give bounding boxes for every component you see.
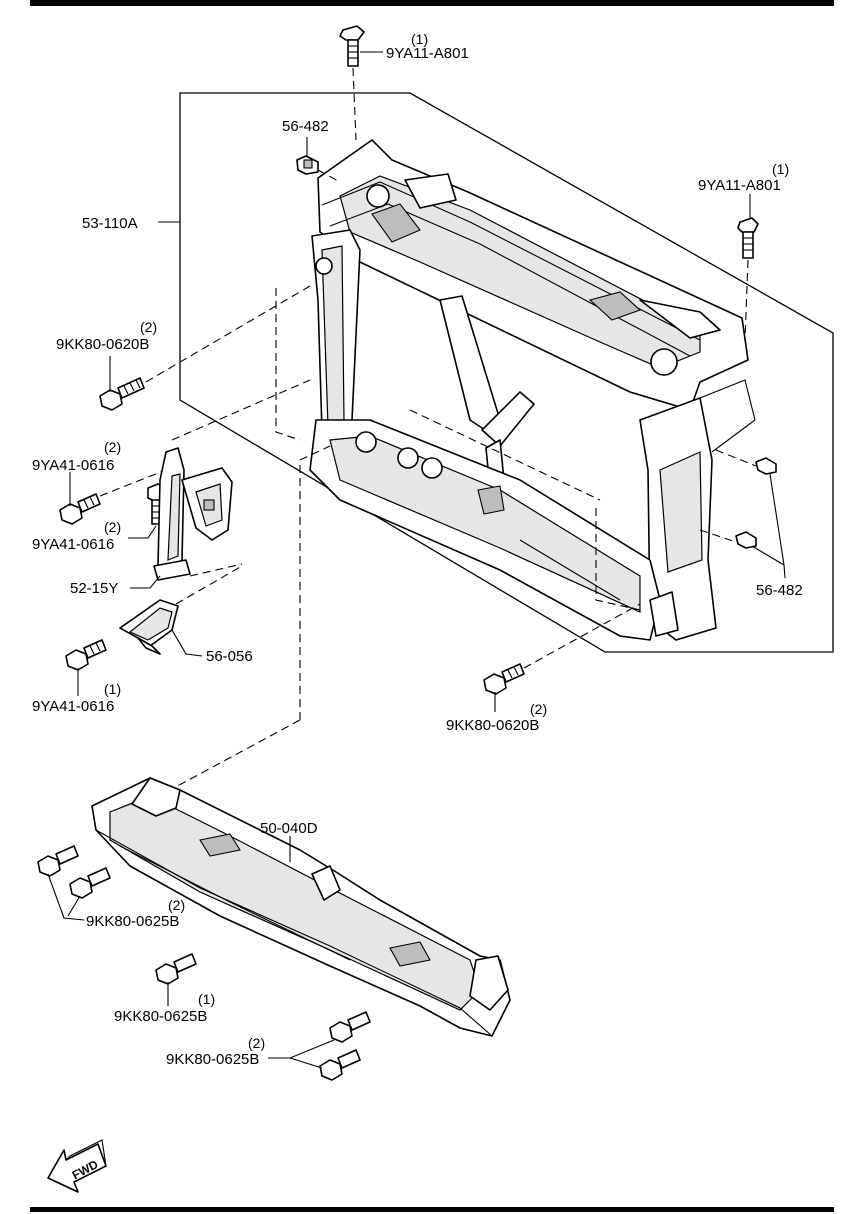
bottom-rule xyxy=(30,1207,834,1212)
deflector-icon xyxy=(91,777,511,1037)
callout-bolt-lower-2: 9KK80-0625B xyxy=(114,1008,207,1025)
callout-qty-bolt-lower-1: (2) xyxy=(168,897,185,913)
bolt-lower-2-icon xyxy=(155,953,197,985)
bolt-lower-3-icon xyxy=(319,1011,371,1081)
callout-panel: 53-110A xyxy=(82,215,138,232)
bolt-left-4-icon xyxy=(65,639,107,671)
callout-qty-bolt-lower-3: (2) xyxy=(248,1035,265,1051)
callout-bolt-lower-3: 9KK80-0625B xyxy=(166,1051,259,1068)
callout-qty-bolt-lower-2: (1) xyxy=(198,991,215,1007)
bolt-left-1-icon xyxy=(99,377,145,411)
callout-bolt-center: 9KK80-0620B xyxy=(446,717,539,734)
callout-bolt-left-2: 9YA41-0616 xyxy=(32,457,114,474)
callout-qty-bolt-left-2: (2) xyxy=(104,439,121,455)
bolt-lower-1-icon xyxy=(37,845,111,899)
callout-bolt-left-1: 9KK80-0620B xyxy=(56,336,149,353)
bolt-right-icon xyxy=(737,217,759,259)
bolt-center-icon xyxy=(483,663,525,695)
callout-qty-bolt-left-3: (2) xyxy=(104,519,121,535)
cover-icon xyxy=(119,599,179,655)
callout-qty-bolt-left-1: (2) xyxy=(140,319,157,335)
callout-bolt-top: 9YA11-A801 xyxy=(386,45,469,62)
callout-nut-lower: 56-482 xyxy=(756,582,803,599)
callout-qty-bolt-top: (1) xyxy=(411,31,428,47)
bracket-icon xyxy=(153,447,233,581)
callout-bolt-right: 9YA11-A801 xyxy=(698,177,781,194)
callout-bracket: 52-15Y xyxy=(70,580,118,597)
callout-cover: 56-056 xyxy=(206,648,253,665)
fwd-arrow-icon: FWD xyxy=(47,1139,107,1193)
callout-qty-bolt-right: (1) xyxy=(772,161,789,177)
top-rule xyxy=(30,0,834,6)
nut-lower-icon xyxy=(735,457,777,549)
callout-qty-bolt-left-4: (1) xyxy=(104,681,121,697)
callout-qty-bolt-center: (2) xyxy=(530,701,547,717)
callout-bolt-left-4: 9YA41-0616 xyxy=(32,698,114,715)
bolt-top-icon xyxy=(339,25,365,67)
bolt-left-2-icon xyxy=(59,493,101,525)
callout-nut-upper: 56-482 xyxy=(282,118,329,135)
panel-group-frame xyxy=(179,92,834,653)
callout-bolt-left-3: 9YA41-0616 xyxy=(32,536,114,553)
callout-bolt-lower-1: 9KK80-0625B xyxy=(86,913,179,930)
radiator-support-drawing xyxy=(309,139,756,641)
callout-deflector: 50-040D xyxy=(260,820,318,837)
nut-upper-icon xyxy=(296,155,319,175)
